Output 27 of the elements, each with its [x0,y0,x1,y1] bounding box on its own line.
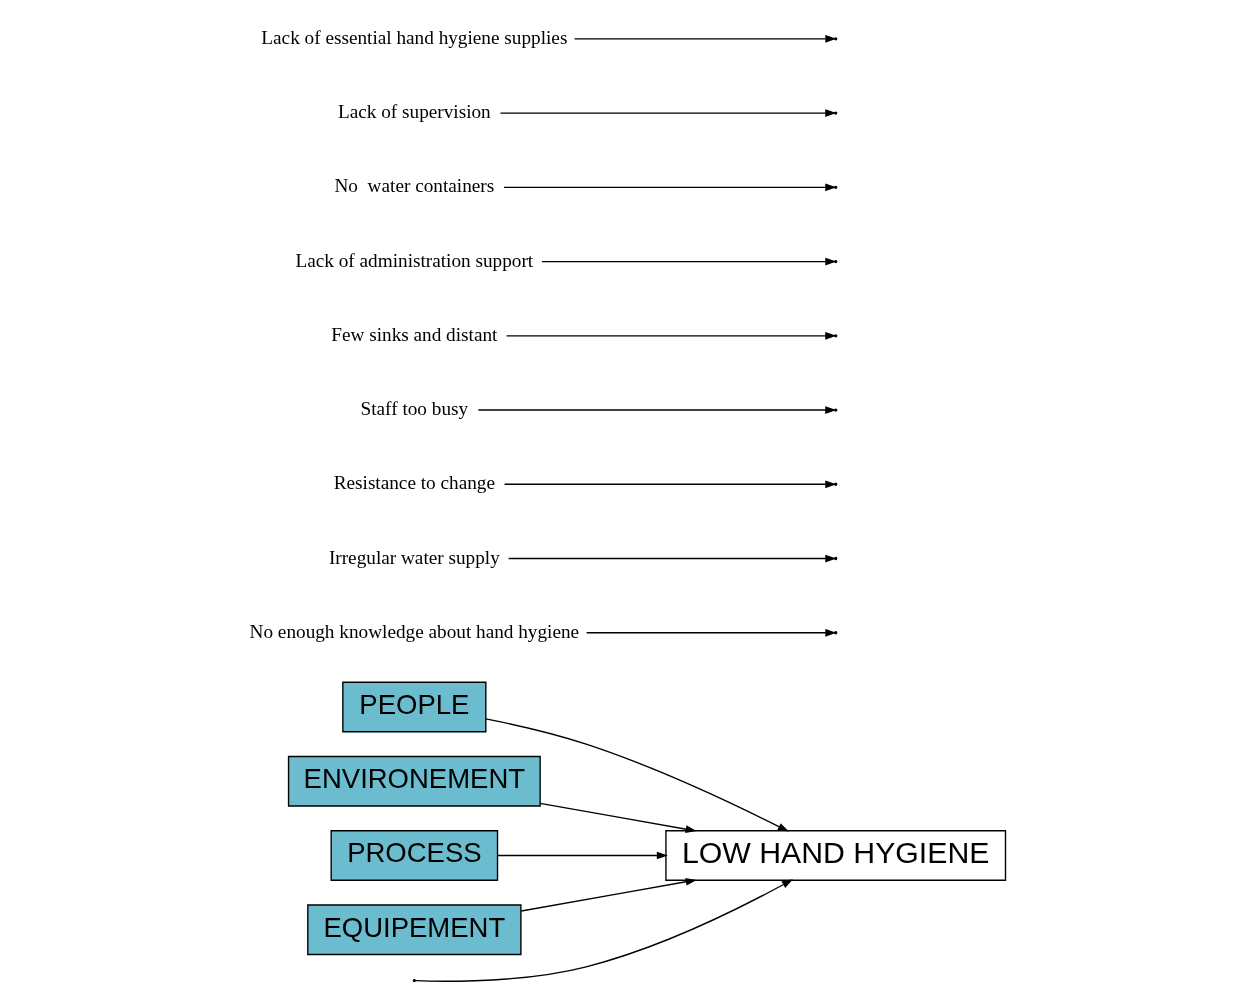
arrow [499,109,836,117]
arrow [414,879,793,982]
node-text: No water containers [333,175,494,197]
node-text: Lack of supervision [337,101,491,123]
node-text: Staff too busy [360,398,468,420]
node-text: Resistance to change [333,472,495,494]
arrow [507,554,836,563]
arrow [503,480,836,489]
node-box: LOW HAND HYGIENE [664,830,1006,881]
arrow [502,183,836,192]
arrow [505,331,836,340]
node-box: PEOPLE [341,681,486,733]
arrow [484,718,789,832]
arrow [573,35,836,43]
node-text: Lack of administration support [294,249,533,271]
node-box: PROCESS [330,830,498,881]
arrow [585,628,836,637]
node-box: EQUIPEMENT [306,904,522,956]
arrow [520,878,697,912]
arrow [496,851,668,860]
node-box: ENVIRONEMENT [287,755,541,807]
arrow [540,257,836,266]
node-text: Few sinks and distant [330,323,497,345]
arrow [539,802,697,833]
node-text: Lack of essential hand hygiene supplies [260,26,567,48]
node-text: No enough knowledge about hand hygiene [249,620,579,642]
node-text: Irregular water supply [328,546,500,568]
